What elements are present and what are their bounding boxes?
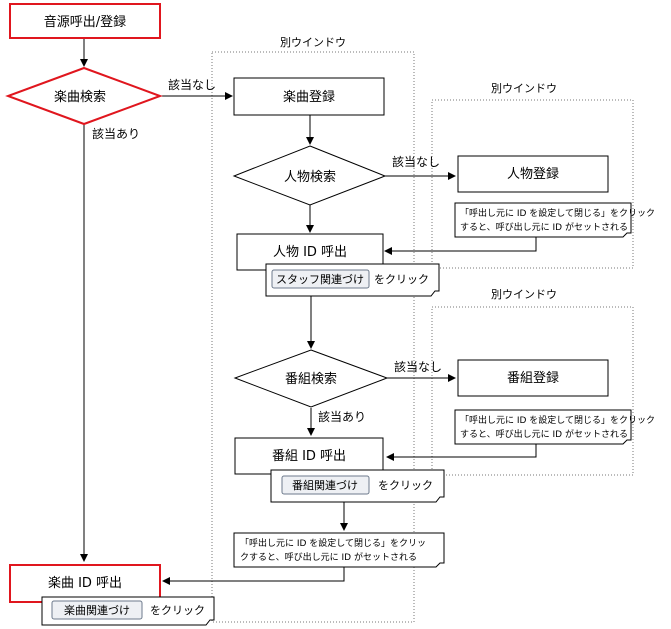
edge-person-register-return [384,237,537,255]
program-search-label: 番組検索 [285,372,337,387]
program-register-label: 番組登録 [507,371,559,386]
music-note-line2: クすると、呼び出し元に ID がセットされる [240,551,417,563]
person-note-box [454,202,632,238]
program-register-box [457,359,609,397]
music-search-diamond [5,66,163,126]
program-callout-suffix: をクリック [378,479,433,492]
staff-callout-suffix: をクリック [374,273,429,286]
window-frame-program [431,306,634,476]
music-register-label: 楽曲登録 [283,89,335,105]
person-search-diamond [232,145,387,206]
window-title-main: 別ウインドウ [280,36,346,49]
edge-note-return-to-music-call [162,567,345,585]
window-title-person: 別ウインドウ [491,82,557,95]
window-title-program: 別ウインドウ [491,288,557,301]
staff-link-button-label: スタッフ関連づけ [276,272,364,286]
program-note-box [454,409,632,445]
window-frame-main [211,51,415,623]
start-box [9,3,161,39]
edge-label-no-match-person: 該当なし [392,154,440,169]
edge-label-match-program: 該当あり [318,409,366,424]
person-note-line1: 「呼出し元に ID を設定して閉じる」をクリック [460,207,655,219]
person-search-label: 人物検索 [284,170,336,185]
edge-label-match-music: 該当あり [92,126,140,141]
music-callout-suffix: をクリック [150,604,205,617]
person-register-label: 人物登録 [507,167,559,182]
edge-program-register-return [386,444,537,461]
program-call-label: 番組 ID 呼出 [272,449,346,464]
person-call-label: 人物 ID 呼出 [273,245,347,260]
music-note-line1: 「呼出し元に ID を設定して閉じる」をクリッ [240,537,426,549]
program-link-button-label: 番組関連づけ [292,478,358,492]
person-note-line2: すると、呼び出し元に ID がセットされる [460,221,628,233]
start-label: 音源呼出/登録 [44,14,126,30]
music-link-button[interactable] [51,600,143,620]
staff-link-button[interactable] [271,269,370,289]
music-search-label: 楽曲検索 [54,89,106,105]
program-link-button[interactable] [281,475,370,495]
person-register-box [457,155,609,193]
program-note-line2: すると、呼び出し元に ID がセットされる [460,428,628,440]
edge-label-no-match-program: 該当なし [394,359,442,374]
program-call-box [234,437,384,475]
music-register-box [233,77,385,116]
music-call-label: 楽曲 ID 呼出 [48,575,122,591]
edge-label-no-match-music: 該当なし [168,77,216,92]
window-frame-person [431,99,634,269]
music-link-button-label: 楽曲関連づけ [64,603,130,617]
program-note-line1: 「呼出し元に ID を設定して閉じる」をクリック [460,414,655,426]
program-search-diamond [233,349,389,408]
music-note-box [233,532,445,568]
